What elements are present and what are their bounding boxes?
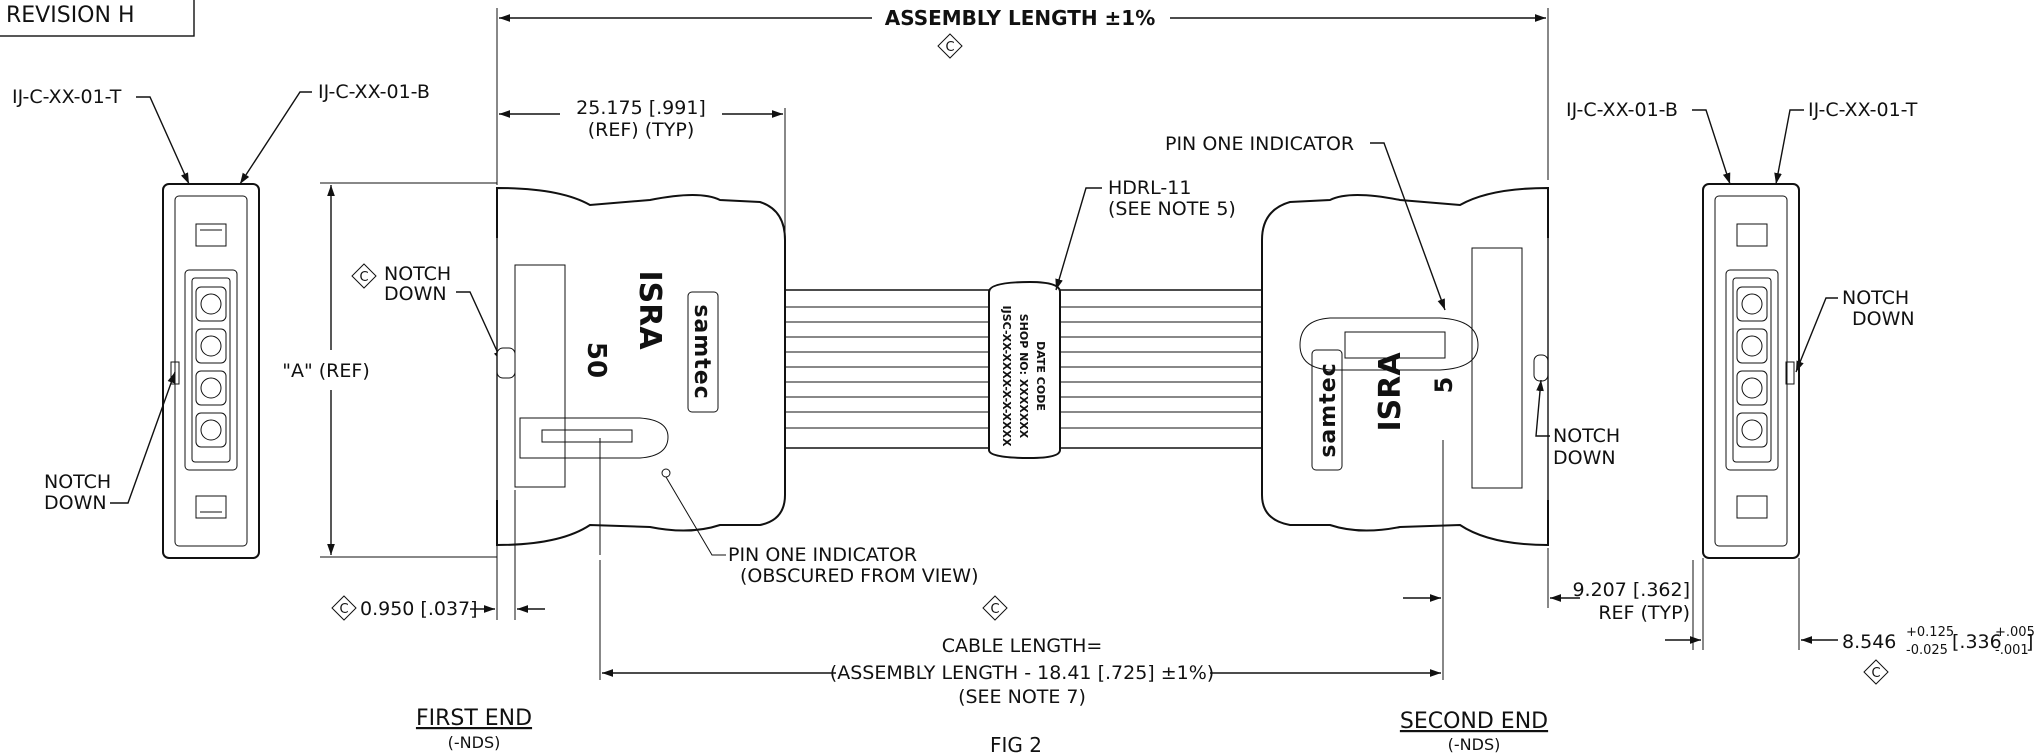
- width-inch-label: [.336: [1952, 631, 2002, 653]
- right-b-label: IJ-C-XX-01-B: [1566, 99, 1678, 121]
- a-ref-dimension: "A" (REF): [282, 182, 497, 558]
- product-mark-left: ISRA: [632, 270, 667, 350]
- left-t-label: IJ-C-XX-01-T: [12, 86, 122, 108]
- notch-dimension: C 0.950 [.037]: [331, 490, 545, 621]
- first-end-overmold: samtec ISRA 50: [496, 186, 786, 555]
- second-end-connector: [1702, 183, 1800, 559]
- number-mark-right: 5: [1430, 377, 1458, 394]
- pin-one-obscured-label: PIN ONE INDICATOR: [728, 544, 917, 566]
- a-ref-label: "A" (REF): [282, 360, 369, 382]
- second-notch-label: NOTCH: [1553, 425, 1620, 447]
- hdrl-label: HDRL-11: [1108, 177, 1191, 199]
- pin-one-label-right: PIN ONE INDICATOR: [1165, 133, 1354, 155]
- width-inch-bot: -.001: [1995, 643, 2029, 658]
- revision-box: REVISION H: [0, 0, 195, 37]
- first-end-connector: [162, 183, 260, 559]
- cable-length-dimension: C CABLE LENGTH= (ASSEMBLY LENGTH - 18.41…: [599, 440, 1444, 708]
- second-end-overmold: samtec ISRA 5 PIN ONE INDICATOR NOTCH DO…: [1165, 133, 1620, 547]
- critical-symbol-top: C: [937, 33, 963, 59]
- svg-text:C: C: [990, 602, 999, 617]
- second-end-labels: IJ-C-XX-01-B IJ-C-XX-01-T NOTCH DOWN: [1566, 99, 1918, 373]
- second-down-label: DOWN: [1553, 447, 1616, 469]
- first-end-labels: IJ-C-XX-01-T IJ-C-XX-01-B NOTCH DOWN: [12, 81, 430, 514]
- tag-part-number: IJSC-XX-XXXX-X-X-XXXX: [1000, 306, 1013, 447]
- number-mark-left: 50: [581, 342, 611, 378]
- first-end-title: FIRST END: [416, 706, 532, 731]
- tag-date-code: DATE CODE: [1034, 341, 1047, 411]
- assembly-length-dimension: ASSEMBLY LENGTH ±1% C: [496, 6, 1549, 185]
- pin-one-obscured-callout: PIN ONE INDICATOR (OBSCURED FROM VIEW): [665, 476, 979, 587]
- brand-logo-left: samtec: [689, 304, 714, 399]
- svg-text:C: C: [359, 270, 368, 285]
- width-dimension: 8.546 +0.125 -0.025 [.336 +.005 -.001 ] …: [1665, 558, 2034, 685]
- svg-text:C: C: [1871, 666, 1880, 681]
- svg-text:]: ]: [2026, 631, 2033, 653]
- ref-9207-label: 9.207 [.362]: [1572, 579, 1690, 601]
- second-end-title: SECOND END: [1400, 709, 1548, 734]
- first-notch-label: NOTCH: [384, 263, 451, 285]
- right-down-label: DOWN: [1852, 308, 1915, 330]
- tag-shop-number: SHOP NO: XXXXXXX: [1017, 314, 1030, 439]
- brand-logo-right: samtec: [1316, 362, 1341, 457]
- cable-tag: IJSC-XX-XXXX-X-X-XXXX SHOP NO: XXXXXXX D…: [988, 177, 1236, 460]
- ref-length-label: 25.175 [.991]: [576, 97, 706, 119]
- right-notch-label: NOTCH: [1842, 287, 1909, 309]
- first-end-notch-callout: C NOTCH DOWN: [351, 263, 503, 363]
- view-titles: FIRST END (-NDS) SECOND END (-NDS) FIG 2: [416, 706, 1548, 753]
- left-down-label: DOWN: [44, 492, 107, 514]
- fig-label: FIG 2: [990, 733, 1042, 753]
- width-inch-top: +.005: [1995, 625, 2034, 640]
- left-b-label: IJ-C-XX-01-B: [318, 81, 430, 103]
- obscured-label: (OBSCURED FROM VIEW): [740, 565, 979, 587]
- ref-typ2-label: REF (TYP): [1598, 602, 1690, 624]
- second-end-sub: (-NDS): [1448, 735, 1501, 753]
- left-notch-label: NOTCH: [44, 471, 111, 493]
- first-down-label: DOWN: [384, 283, 447, 305]
- notch-dim-label: 0.950 [.037]: [360, 598, 478, 620]
- cable-length-formula: (ASSEMBLY LENGTH - 18.41 [.725] ±1%): [830, 662, 1214, 684]
- ref-9207-dimension: 9.207 [.362] REF (TYP): [1403, 548, 1694, 650]
- right-t-label: IJ-C-XX-01-T: [1808, 99, 1918, 121]
- ref-typ-label: (REF) (TYP): [588, 119, 695, 141]
- svg-text:C: C: [339, 602, 348, 617]
- first-end-sub: (-NDS): [448, 733, 501, 752]
- contact-cells-left: [195, 286, 227, 448]
- svg-text:C: C: [945, 40, 954, 55]
- ref-length-dimension: 25.175 [.991] (REF) (TYP): [499, 97, 786, 240]
- width-main-label: 8.546: [1842, 631, 1896, 653]
- width-tol-top: +0.125: [1906, 625, 1954, 640]
- cable-length-title: CABLE LENGTH=: [942, 635, 1103, 657]
- width-tol-bot: -0.025: [1906, 643, 1948, 658]
- contact-cells-right: [1736, 286, 1768, 448]
- revision-label: REVISION H: [6, 3, 135, 28]
- assembly-length-label: ASSEMBLY LENGTH ±1%: [885, 6, 1156, 30]
- cable-length-note: (SEE NOTE 7): [958, 686, 1086, 708]
- product-mark-right: ISRA: [1373, 352, 1408, 432]
- see-note5-label: (SEE NOTE 5): [1108, 198, 1236, 220]
